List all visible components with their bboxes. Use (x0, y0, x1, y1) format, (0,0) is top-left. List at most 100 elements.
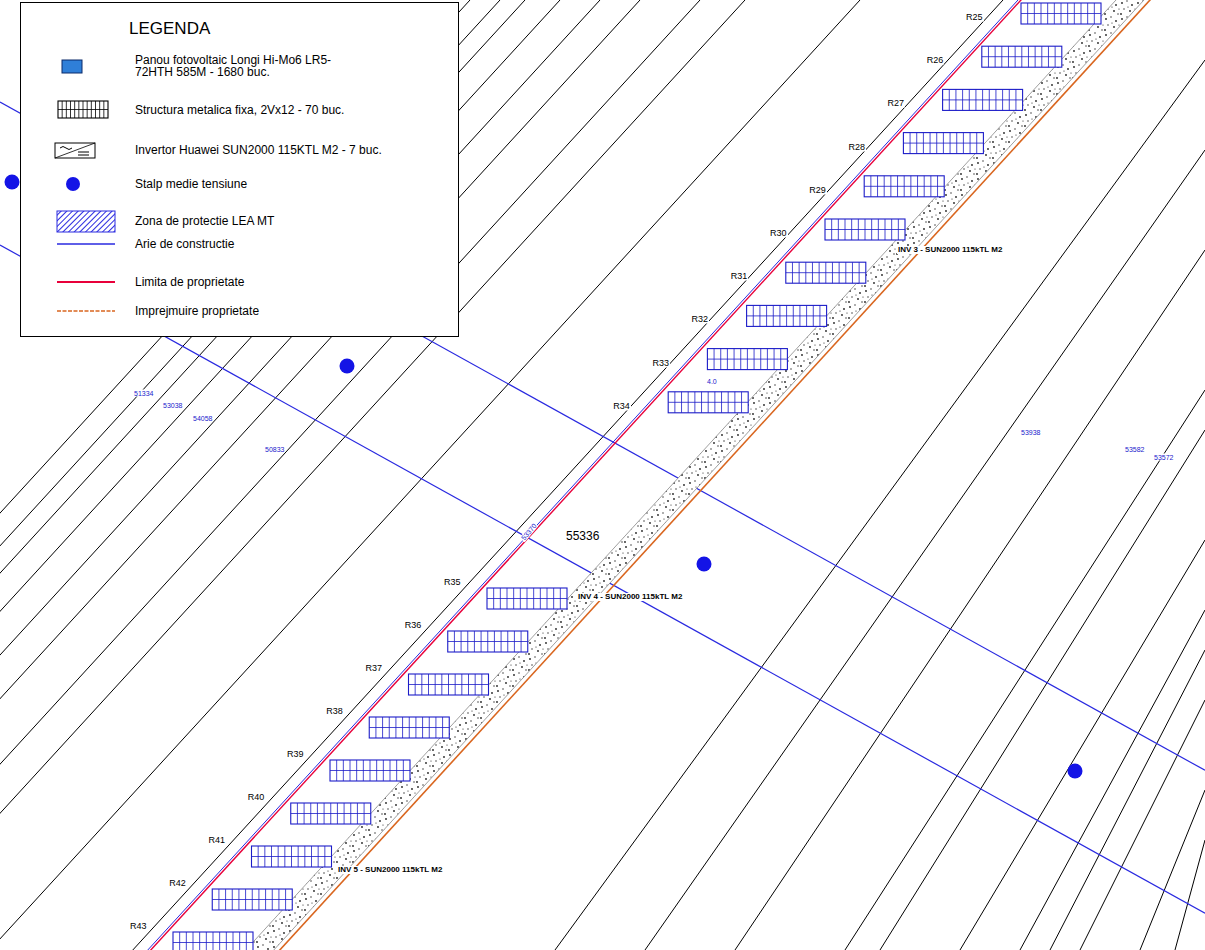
parcel-boundary (0, 0, 609, 950)
fence-symbol (57, 310, 115, 312)
parcel-number: 53038 (162, 402, 183, 409)
row-number: R36 (404, 621, 423, 630)
legend-entry: Structura metalica fixa, 2Vx12 - 70 buc. (135, 104, 445, 116)
row-number: R31 (730, 272, 749, 281)
inverter-label: INV 4 - SUN2000 115kTL M2 (577, 593, 683, 601)
parcel-boundary (1080, 700, 1205, 950)
pv-table (982, 46, 1062, 67)
parcel-boundary (0, 0, 479, 950)
pole-symbol (66, 177, 80, 191)
pv-table (903, 133, 983, 154)
parcel-boundary (1140, 790, 1205, 950)
parcel-boundary (960, 540, 1205, 950)
row-number: R25 (965, 13, 984, 22)
parcel-boundary (0, 0, 649, 950)
structure-symbol (58, 101, 108, 118)
pv-table (409, 674, 489, 695)
pv-table (291, 803, 371, 824)
mv-pole (1068, 764, 1083, 779)
legend-sample (62, 60, 82, 73)
legend-sample (57, 211, 115, 232)
parcel-number: 50833 (264, 446, 285, 453)
pv-table (825, 219, 905, 240)
pv-table (786, 262, 866, 283)
row-number: R27 (887, 99, 906, 108)
row-number: R39 (286, 750, 305, 759)
legend-sample (66, 177, 80, 191)
parcel-number: 55336 (565, 530, 600, 542)
legend-sample (55, 143, 95, 158)
row-number: R34 (612, 401, 631, 410)
inverter-symbol (55, 143, 95, 158)
legend-sample (57, 282, 115, 283)
legend-text: Panou fotovoltaic Longi Hi-Mo6 LR5-72HTH… (135, 53, 331, 79)
parcel-boundary (645, 150, 1205, 950)
parcel-boundary (0, 0, 569, 950)
parcel-boundary (0, 0, 534, 950)
legend-frame (21, 3, 459, 337)
legend-text: Arie de constructie (135, 237, 234, 251)
legend-entry: Imprejmuire proprietate (135, 305, 445, 317)
legend-entry: Limita de proprietate (135, 276, 445, 288)
parcel-number: 53370 (519, 521, 538, 542)
row-number: R33 (651, 358, 670, 367)
parcel-boundary (0, 0, 509, 950)
parcel-boundary (0, 0, 709, 950)
pv-table (448, 631, 528, 652)
pv-table (707, 349, 787, 370)
legend-sample (58, 101, 108, 118)
legend-samples (55, 60, 115, 311)
mv-pole (340, 359, 355, 374)
pv-table (487, 588, 567, 609)
pv-table (1021, 3, 1101, 24)
legend-text: Invertor Huawei SUN2000 115KTL M2 - 7 bu… (135, 143, 382, 157)
pv-table (369, 717, 449, 738)
legend-text: Imprejmuire proprietate (135, 304, 259, 318)
legend-entry: Stalp medie tensiune (135, 178, 445, 190)
pv-table (747, 305, 827, 326)
inverter-label: INV 5 - SUN2000 115kTL M2 (337, 866, 443, 874)
pv-table (943, 89, 1023, 110)
legend-swatch (62, 60, 82, 73)
inverter-label: INV 3 - SUN2000 115kTL M2 (897, 246, 1003, 254)
legend-entry: Panou fotovoltaic Longi Hi-Mo6 LR5-72HTH… (135, 54, 335, 78)
property-limit-symbol (57, 281, 115, 283)
mv-pole (5, 175, 20, 190)
legend-text: Zona de protectie LEA MT (135, 214, 274, 228)
pv-table (330, 760, 410, 781)
parcel-number: 53938 (1020, 429, 1041, 436)
row-number: R40 (247, 793, 266, 802)
row-number: R29 (808, 185, 827, 194)
parcel-boundary (1050, 650, 1205, 950)
row-number: R30 (769, 229, 788, 238)
legend-text: Limita de proprietate (135, 275, 244, 289)
row-number: R28 (847, 142, 866, 151)
parcel-number: 53572 (1153, 454, 1174, 461)
pv-table (864, 176, 944, 197)
parcel-boundary (1020, 610, 1205, 950)
row-number: R37 (365, 664, 384, 673)
dimension: 4.0 (706, 378, 718, 385)
protection-zone-symbol (57, 211, 115, 232)
legend-entry: Arie de constructie (135, 238, 445, 250)
legend-text: Stalp medie tensiune (135, 177, 247, 191)
row-number: R43 (129, 922, 148, 931)
parcel-boundary (880, 430, 1205, 950)
legend-title: LEGENDA (128, 20, 211, 37)
legend-entry: Zona de protectie LEA MT (135, 215, 445, 227)
construction-line-symbol (57, 243, 115, 244)
parcel-number: 54058 (192, 415, 213, 422)
legend-text: Structura metalica fixa, 2Vx12 - 70 buc. (135, 103, 344, 117)
parcel-boundary (0, 0, 869, 950)
parcel-boundary (1175, 840, 1205, 950)
legend-sample (57, 244, 115, 245)
row-number: R35 (443, 578, 462, 587)
row-number: R26 (926, 56, 945, 65)
pv-table (252, 846, 332, 867)
mv-pole (697, 557, 712, 572)
parcel-number: 53582 (1124, 446, 1145, 453)
row-number: R32 (691, 315, 710, 324)
